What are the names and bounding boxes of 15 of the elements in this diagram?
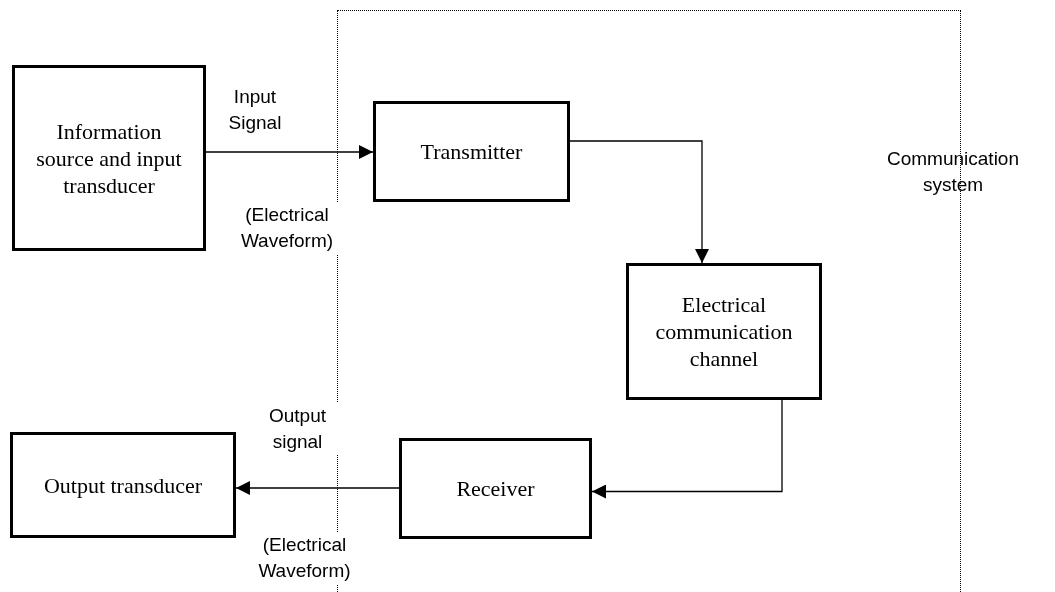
arrow xyxy=(235,481,400,495)
process-box xyxy=(10,432,236,538)
arrow xyxy=(569,140,709,264)
arrow xyxy=(205,145,374,159)
box-label: Electrical communication channel xyxy=(654,291,794,372)
arrow xyxy=(591,399,783,499)
process-box xyxy=(399,438,592,539)
box-label: Output transducer xyxy=(43,471,203,499)
box-label: Information source and input transducer xyxy=(35,117,183,199)
process-box xyxy=(373,101,570,202)
system-label: Communication system xyxy=(886,147,1020,197)
process-box xyxy=(626,263,822,400)
process-box xyxy=(12,65,206,251)
box-label: Receiver xyxy=(456,475,535,502)
box-label: Transmitter xyxy=(420,138,523,165)
